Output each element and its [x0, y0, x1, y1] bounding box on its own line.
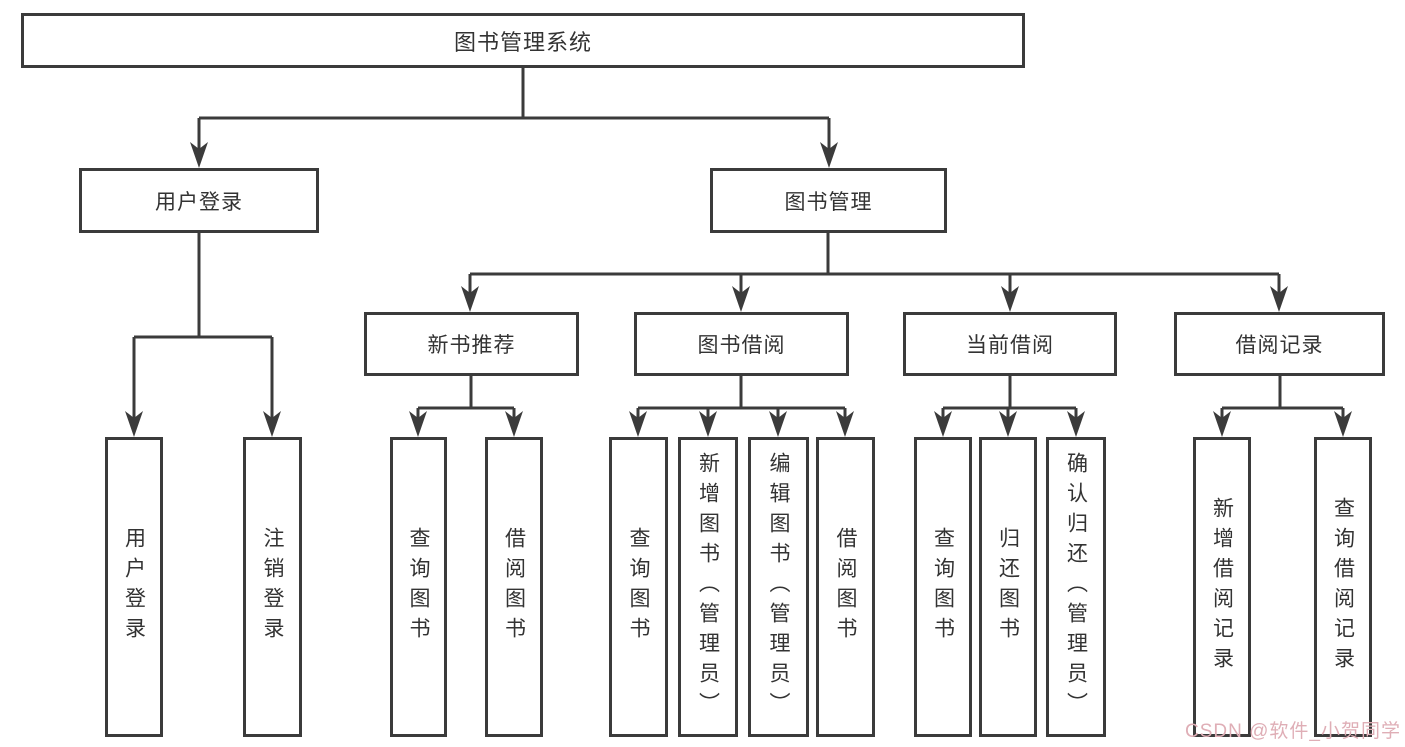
leaf-add-borrow-record-label: 新增借阅记录	[1210, 497, 1234, 677]
leaf-borrow-books-recommend-label: 借阅图书	[502, 527, 526, 647]
leaf-user-login-label: 用户登录	[122, 527, 146, 647]
leaf-query-books-borrowing: 查询图书	[609, 437, 668, 737]
node-new-book-recommendation: 新书推荐	[364, 312, 579, 376]
node-book-borrowing: 图书借阅	[634, 312, 849, 376]
leaf-borrow-books-recommend: 借阅图书	[485, 437, 543, 737]
connector-book-borrowing-split	[629, 376, 854, 437]
node-library-system: 图书管理系统	[21, 13, 1025, 68]
watermark: CSDN @软件_小贺同学	[1185, 721, 1401, 742]
leaf-confirm-return-admin-label: 确认归还（管理员）	[1064, 452, 1088, 722]
leaf-query-books-recommend: 查询图书	[390, 437, 447, 737]
leaf-logout-label: 注销登录	[261, 527, 284, 647]
connector-current-borrowing-split	[934, 376, 1085, 437]
leaf-query-books-recommend-label: 查询图书	[407, 527, 430, 647]
connector-borrow-records-split	[1213, 376, 1352, 437]
leaf-confirm-return-admin: 确认归还（管理员）	[1046, 437, 1106, 737]
node-book-management: 图书管理	[710, 168, 947, 233]
node-current-borrowing-label: 当前借阅	[966, 334, 1054, 357]
connector-root-split	[190, 68, 838, 168]
leaf-return-books: 归还图书	[979, 437, 1037, 737]
connector-user-login-split	[125, 233, 281, 437]
node-current-borrowing: 当前借阅	[903, 312, 1117, 376]
node-library-system-label: 图书管理系统	[453, 29, 592, 55]
leaf-add-borrow-record: 新增借阅记录	[1193, 437, 1251, 737]
node-user-login: 用户登录	[79, 168, 319, 233]
leaf-return-books-label: 归还图书	[996, 527, 1020, 647]
leaf-query-borrow-record: 查询借阅记录	[1314, 437, 1372, 737]
leaf-edit-books-admin: 编辑图书（管理员）	[748, 437, 809, 737]
leaf-query-borrow-record-label: 查询借阅记录	[1331, 497, 1355, 677]
connector-book-management-split	[461, 233, 1288, 312]
leaf-query-books-current: 查询图书	[914, 437, 972, 737]
node-book-management-label: 图书管理	[784, 190, 873, 214]
leaf-edit-books-admin-label: 编辑图书（管理员）	[767, 452, 790, 722]
leaf-logout: 注销登录	[243, 437, 302, 737]
leaf-user-login: 用户登录	[105, 437, 163, 737]
leaf-borrow-books-borrowing: 借阅图书	[816, 437, 875, 737]
node-borrow-records: 借阅记录	[1174, 312, 1385, 376]
node-borrow-records-label: 借阅记录	[1235, 334, 1324, 357]
node-user-login-label: 用户登录	[155, 190, 243, 214]
leaf-query-books-current-label: 查询图书	[931, 527, 955, 647]
leaf-query-books-borrowing-label: 查询图书	[627, 527, 650, 647]
leaf-add-books-admin-label: 新增图书（管理员）	[696, 452, 720, 722]
leaf-borrow-books-borrowing-label: 借阅图书	[834, 527, 857, 647]
leaf-add-books-admin: 新增图书（管理员）	[678, 437, 738, 737]
connector-new-book-split	[409, 376, 523, 437]
node-new-book-recommendation-label: 新书推荐	[427, 334, 516, 357]
node-book-borrowing-label: 图书借阅	[697, 334, 786, 357]
